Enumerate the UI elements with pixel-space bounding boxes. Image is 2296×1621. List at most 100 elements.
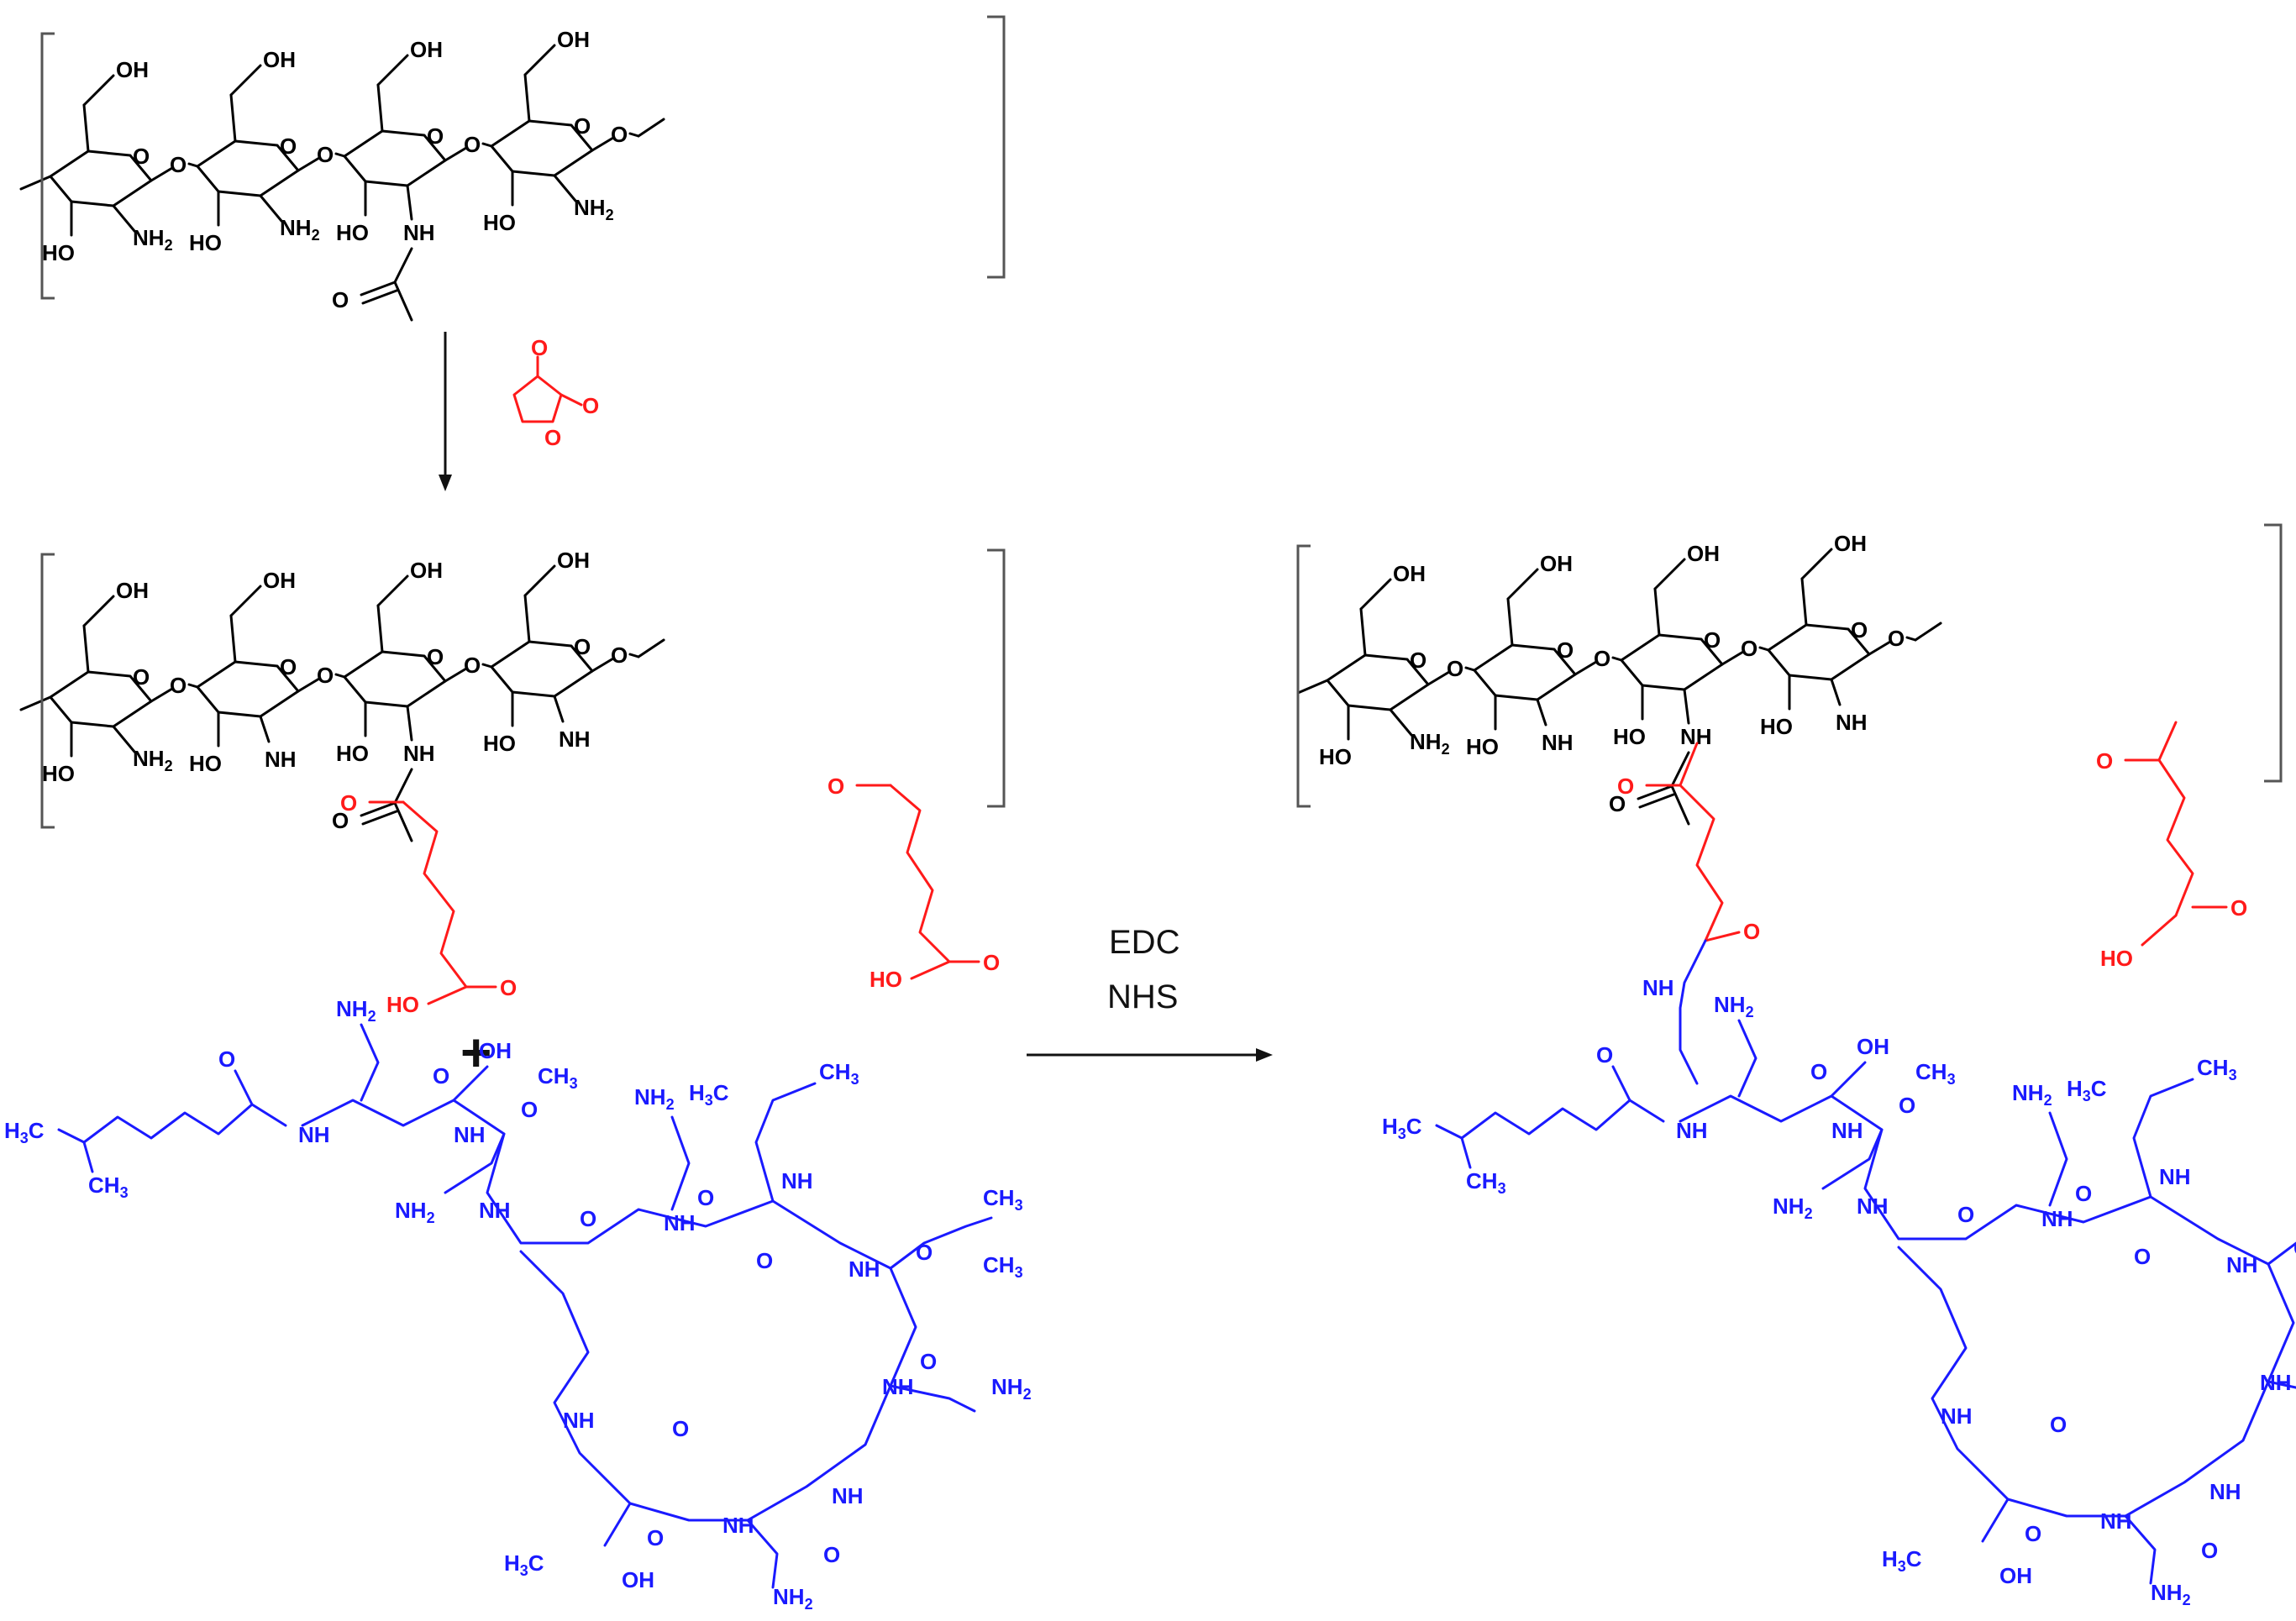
atom-label: O: [170, 673, 187, 698]
conjugated-lipopeptide: H3CCH3ONHNHNHNHNHNHNHNHNHNHOOOOOOOOOONH2…: [1382, 939, 2296, 1608]
atom-label: CH3: [538, 1063, 578, 1092]
atom-label: NH: [2159, 1164, 2191, 1189]
bond-path: [2048, 1111, 2068, 1207]
bond: [1670, 784, 1690, 826]
atom-label: NH2: [634, 1084, 675, 1113]
atom-label: CH3: [2197, 1055, 2237, 1083]
atom-label: H3C: [2067, 1076, 2107, 1104]
bond: [1296, 679, 1329, 695]
svg-text:O: O: [983, 950, 1000, 975]
atom-label: O: [574, 113, 591, 139]
bond: [57, 1128, 86, 1144]
atom-label: NH: [1831, 1118, 1863, 1143]
bond: [82, 595, 115, 627]
atom-label: NH2: [1773, 1193, 1813, 1222]
atom-label: OH: [557, 27, 590, 52]
bond: [481, 142, 493, 148]
bond: [297, 677, 321, 693]
bond: [1800, 548, 1833, 580]
atom-label: H3C: [1882, 1546, 1922, 1575]
atom-label: O: [464, 653, 481, 678]
arrow-right: [1027, 1048, 1273, 1062]
atom-label: NH: [1836, 710, 1868, 735]
atom-label: HO: [42, 240, 75, 265]
bond: [1359, 607, 1367, 657]
atom-label: NH: [2209, 1479, 2241, 1504]
bond: [1758, 646, 1770, 652]
atom-label: O: [218, 1047, 235, 1072]
bond: [112, 725, 136, 753]
bond-path: [2124, 1514, 2157, 1585]
bond: [393, 801, 413, 842]
atom-label: OH: [410, 558, 443, 583]
bond: [1536, 698, 1547, 727]
svg-text:O: O: [1743, 919, 1760, 944]
bond: [82, 624, 90, 674]
bond: [393, 247, 413, 284]
atom-label: O: [2075, 1181, 2092, 1206]
atom-label: HO: [483, 210, 516, 235]
atom-label: HO: [1760, 714, 1793, 739]
bond: [112, 204, 136, 233]
atom-label: O: [1851, 617, 1868, 643]
bond: [82, 1141, 94, 1173]
atom-label: NH: [1542, 730, 1574, 755]
atom-label: OH: [557, 548, 590, 573]
atom-label: NH2: [280, 215, 320, 244]
atom-label: NH: [781, 1168, 813, 1193]
arrow-down: [439, 332, 452, 491]
atom-label: O: [1609, 791, 1626, 816]
bond: [334, 152, 346, 158]
bond: [1426, 670, 1451, 686]
atom-label: O: [464, 132, 481, 157]
bond-path: [1737, 1019, 1757, 1098]
bond-path: [1821, 1128, 1884, 1190]
bond: [1868, 640, 1892, 656]
atom-label: O: [1594, 646, 1610, 671]
atom-label: O: [2134, 1244, 2151, 1269]
bond: [481, 663, 493, 669]
atom-label: O: [170, 152, 187, 177]
bond: [628, 653, 640, 658]
bracket-mid: [40, 548, 1006, 829]
atom-label: HO: [189, 230, 222, 255]
atom-label: NH2: [2151, 1580, 2191, 1608]
bracket-right: [1296, 523, 2283, 808]
atom-label: NH: [722, 1513, 754, 1538]
bond: [376, 574, 409, 607]
bond: [1905, 636, 1917, 642]
bond-path: [746, 1519, 779, 1589]
bond: [19, 695, 52, 711]
bond: [1670, 751, 1690, 788]
svg-text:HO: HO: [386, 992, 419, 1017]
atom-label: O: [920, 1349, 937, 1374]
bond: [406, 184, 413, 221]
bond: [1981, 1498, 2010, 1543]
atom-label: CH3: [88, 1172, 129, 1201]
bond: [393, 281, 413, 322]
atom-label: O: [574, 634, 591, 659]
atom-label: NH: [1857, 1193, 1889, 1219]
bond-path: [1679, 1094, 2295, 1518]
svg-text:O: O: [544, 425, 561, 450]
bond: [1638, 793, 1675, 809]
atom-label: O: [1447, 656, 1463, 681]
bond: [1389, 708, 1413, 737]
atom-label: O: [1596, 1042, 1613, 1068]
bond: [19, 175, 52, 191]
bond: [1721, 650, 1745, 666]
atom-label: NH2: [773, 1584, 813, 1613]
atom-label: HO: [42, 761, 75, 786]
bond: [1574, 660, 1598, 676]
atom-label: OH: [1393, 561, 1426, 586]
atom-label: O: [427, 644, 444, 669]
bond: [1359, 578, 1392, 611]
bond: [1830, 678, 1842, 706]
bond: [452, 1065, 489, 1102]
atom-label: HO: [1613, 724, 1646, 749]
bond-path: [1679, 939, 1707, 1085]
atom-label: CH3: [983, 1252, 1023, 1281]
atom-label: OH: [1857, 1034, 1889, 1059]
